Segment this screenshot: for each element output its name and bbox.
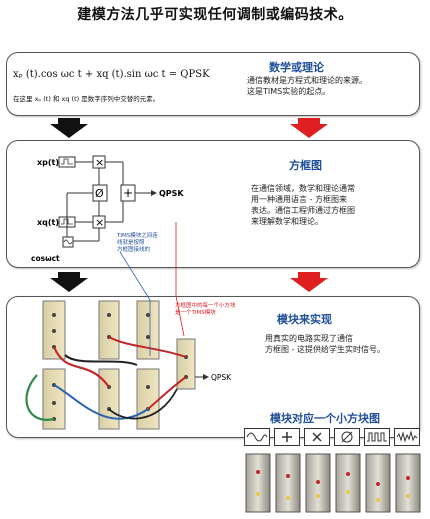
block-diagram-heading: 方框图 bbox=[289, 159, 322, 172]
red-annotation-line: 是一个TIMS模块 bbox=[175, 308, 216, 316]
patch-cord-red bbox=[52, 346, 110, 388]
tims-module bbox=[42, 368, 66, 430]
qpsk-output-label: QPSK bbox=[159, 189, 184, 198]
qpsk-equation: xₚ (t).cos ωc t + xq (t).sin ωc t = QPSK bbox=[13, 69, 210, 80]
plus-icon bbox=[274, 428, 300, 446]
sine-wave-icon bbox=[244, 428, 270, 446]
adder-label: + bbox=[123, 186, 133, 200]
xq-label: xq(t) bbox=[37, 218, 59, 227]
icon-row bbox=[244, 428, 424, 448]
theory-desc-line: 这是TIMS实验的起点。 bbox=[247, 87, 331, 96]
red-arrow-icon bbox=[290, 118, 328, 138]
block-diagram-panel: × × Ø + QPSK xp(t) xq(t) cosωct TIMS模块之间… bbox=[6, 140, 420, 268]
strip-module bbox=[275, 453, 301, 513]
theory-desc: 通信教材是方程式和理论的来源。 这是TIMS实验的起点。 bbox=[247, 75, 367, 97]
black-arrow-icon bbox=[50, 118, 88, 138]
noise-icon bbox=[394, 428, 420, 446]
equation-note: 在这里 xₚ (t) 和 xq (t) 是数字序列中交替的元素。 bbox=[13, 95, 160, 103]
patch-cord-red-3 bbox=[147, 376, 187, 410]
arrows-row-1 bbox=[50, 118, 328, 138]
block-desc-line: 来理解数学和理论。 bbox=[251, 217, 323, 226]
pulse-train-icon bbox=[364, 428, 390, 446]
strip-module bbox=[395, 453, 421, 513]
blue-annotation-line: 线就是按照 bbox=[117, 238, 145, 246]
patch-cord-red-2 bbox=[108, 336, 187, 358]
tims-module bbox=[176, 338, 196, 390]
module-heading: 模块来实现 bbox=[277, 313, 332, 326]
module-strip-modules bbox=[245, 453, 421, 513]
block-desc-line: 用一种通用语言 - 方框图来 bbox=[251, 195, 347, 204]
phase-shift-icon bbox=[334, 428, 360, 446]
patch-cord-blue bbox=[53, 384, 149, 420]
block-desc-line: 在通信领域，数学和理论通常 bbox=[251, 184, 355, 193]
module-desc: 用真实的电路实现了通信 方框图 - 这提供给学生实时信号。 bbox=[265, 333, 385, 355]
module-strip bbox=[245, 453, 421, 513]
arrows-row-2 bbox=[50, 272, 328, 292]
tims-module bbox=[98, 300, 120, 360]
red-arrow-icon bbox=[290, 272, 328, 292]
theory-desc-line: 通信教材是方程式和理论的来源。 bbox=[247, 76, 367, 85]
tims-module bbox=[136, 300, 160, 360]
multiplier-label: × bbox=[95, 156, 104, 169]
red-annotation-line: 方框图中的每一个小方块 bbox=[175, 301, 236, 309]
bottom-heading: 模块对应一个小方块图 bbox=[270, 412, 380, 425]
block-diagram-desc: 在通信领域，数学和理论通常 用一种通用语言 - 方框图来 表达。通信工程师通过方… bbox=[251, 183, 355, 227]
blue-annotation-line: TIMS模块之间连 bbox=[116, 231, 158, 239]
adder-box bbox=[120, 184, 136, 202]
block-diagram: × × Ø + QPSK xp(t) xq(t) cosωct TIMS模块之间… bbox=[31, 155, 184, 263]
module-desc-line: 方框图 - 这提供给学生实时信号。 bbox=[265, 345, 385, 354]
module-photo: QPSK 方框图中的每一个小方块 是一个TIMS模块 bbox=[25, 300, 236, 430]
multiplier-label: × bbox=[95, 216, 104, 229]
phase-shifter-box bbox=[92, 184, 108, 202]
multiplier-box bbox=[92, 215, 106, 229]
carrier-label: cosωct bbox=[31, 254, 60, 263]
blue-annotation-line: 方框图接线的 bbox=[117, 245, 151, 253]
phase-label: Ø bbox=[95, 187, 104, 200]
patch-cord-black bbox=[64, 354, 138, 366]
patch-cord-green bbox=[25, 374, 55, 421]
qpsk-module-output-label: QPSK bbox=[211, 373, 232, 382]
theory-panel: xₚ (t).cos ωc t + xq (t).sin ωc t = QPSK… bbox=[6, 52, 420, 116]
xp-label: xp(t) bbox=[37, 158, 59, 167]
strip-module bbox=[245, 453, 271, 513]
module-panel: QPSK 方框图中的每一个小方块 是一个TIMS模块 模块来实现 用真实的电路实… bbox=[6, 296, 420, 438]
black-arrow-icon bbox=[50, 272, 88, 292]
multiply-icon bbox=[304, 428, 330, 446]
page-title: 建模方法几乎可实现任何调制或编码技术。 bbox=[77, 7, 353, 23]
module-desc-line: 用真实的电路实现了通信 bbox=[265, 334, 353, 343]
block-desc-line: 表达。通信工程师通过方框图 bbox=[251, 206, 355, 215]
multiplier-box bbox=[92, 155, 106, 169]
theory-heading: 数学或理论 bbox=[269, 61, 324, 74]
strip-module bbox=[335, 453, 361, 513]
patch-cord-black-2 bbox=[108, 388, 178, 420]
